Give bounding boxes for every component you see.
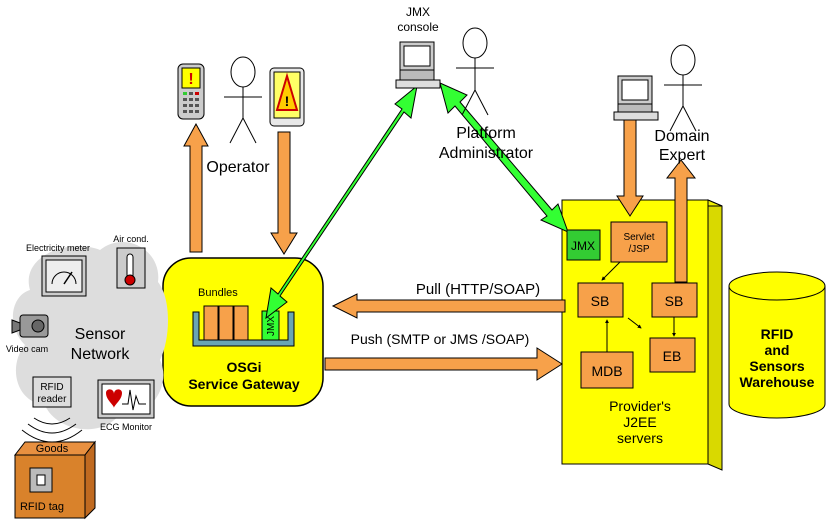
provider-label: Provider's <box>609 398 671 414</box>
operator-label: Operator <box>206 159 270 176</box>
server-internal-links <box>601 261 676 352</box>
pull-arrow <box>331 293 566 319</box>
server-jmx-box <box>566 229 601 261</box>
warehouse-label-3: Sensors <box>749 358 804 374</box>
bundles-label: Bundles <box>198 287 238 299</box>
operator-down-arrow <box>270 131 298 255</box>
eb-label: EB <box>663 348 682 364</box>
video-cam-label: Video cam <box>6 344 48 354</box>
operator-up-arrow <box>183 122 209 253</box>
mdb-box <box>580 351 634 389</box>
rfid-reader-label-2: reader <box>38 394 68 405</box>
mdb-label: MDB <box>591 363 622 379</box>
electricity-meter-icon <box>41 255 87 297</box>
platform-admin-label-2: Administrator <box>439 145 534 162</box>
goods-label: Goods <box>36 443 69 455</box>
svg-text:!: ! <box>188 71 193 88</box>
domain-expert-label: Domain <box>654 128 709 145</box>
jmx-bundle-label: JMX <box>266 316 277 336</box>
jmx-console-computer-icon <box>395 41 441 89</box>
domain-expert-label-2: Expert <box>659 147 706 164</box>
sb-2-label: SB <box>665 293 684 309</box>
servlet-label: Servlet <box>623 232 654 243</box>
operator-actor <box>224 56 262 144</box>
green-arrow-console-gateway <box>265 84 418 320</box>
push-arrow <box>324 347 563 381</box>
administrator-actor <box>456 27 494 116</box>
ecg-monitor-icon <box>97 379 155 419</box>
gateway-label: OSGi <box>226 359 261 375</box>
sensor-network-label-2: Network <box>71 346 131 363</box>
servlet-label-2: /JSP <box>628 244 649 255</box>
sb-box-2 <box>651 282 698 318</box>
rfid-reader-label: RFID <box>40 382 63 393</box>
servlet-jsp-box <box>610 221 668 263</box>
pda-warning-icon: ! <box>269 67 305 127</box>
bundle-block-3 <box>233 305 249 341</box>
electricity-meter-label: Electricity meter <box>26 243 90 253</box>
provider-label-3: servers <box>617 430 663 446</box>
pull-label: Pull (HTTP/SOAP) <box>416 281 540 298</box>
platform-admin-label: Platform <box>456 125 516 142</box>
video-cam-icon <box>11 314 49 338</box>
warehouse-label: RFID <box>761 326 794 342</box>
ecg-monitor-label: ECG Monitor <box>100 422 152 432</box>
bundle-block-1 <box>203 305 219 341</box>
bundle-block-2 <box>218 305 234 341</box>
goods-box <box>13 440 97 520</box>
warehouse-label-2: and <box>765 342 790 358</box>
warehouse-cylinder <box>728 271 826 419</box>
domain-expert-down-arrow <box>616 117 644 217</box>
svg-text:!: ! <box>285 93 290 109</box>
warehouse-label-4: Warehouse <box>740 374 815 390</box>
sb-box-1 <box>577 282 624 318</box>
jmx-console-label-2: console <box>397 20 439 34</box>
server-jmx-label: JMX <box>571 239 595 253</box>
mobile-phone-icon: ! <box>177 63 205 120</box>
sb-1-label: SB <box>591 293 610 309</box>
air-conditioner-icon <box>116 247 146 289</box>
eb-box <box>649 337 696 373</box>
osgi-gateway <box>162 257 324 407</box>
air-cond-label: Air cond. <box>113 234 149 244</box>
domain-expert-actor <box>664 44 702 132</box>
sensor-network-label: Sensor <box>75 326 126 343</box>
domain-expert-computer-icon <box>613 75 659 121</box>
provider-label-2: J2EE <box>623 414 656 430</box>
jmx-console-label: JMX <box>406 5 430 19</box>
push-label: Push (SMTP or JMS /SOAP) <box>351 331 530 347</box>
gateway-label-2: Service Gateway <box>188 376 300 392</box>
rfid-reader-icon <box>32 376 72 408</box>
domain-expert-up-arrow <box>665 159 697 283</box>
rfid-tag-label: RFID tag <box>20 501 64 513</box>
